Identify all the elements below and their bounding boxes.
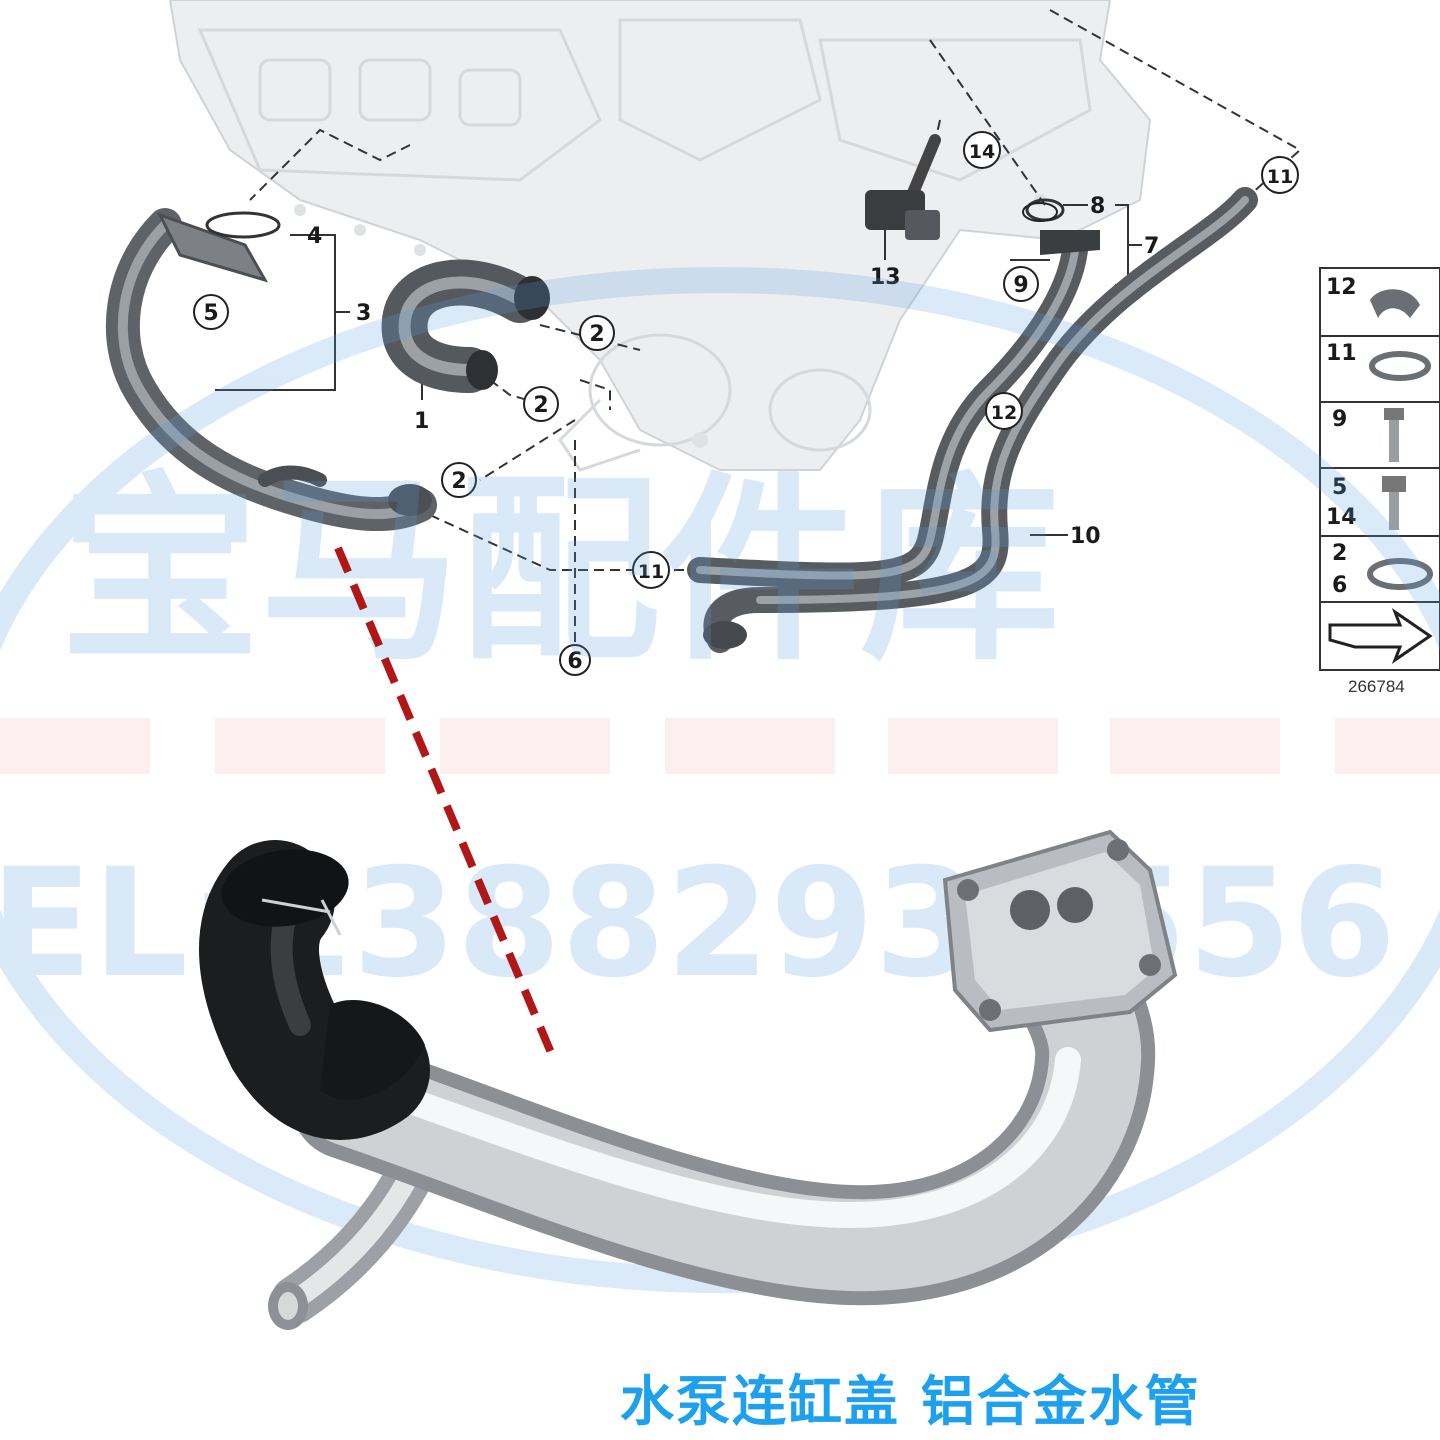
svg-text:1: 1 [414, 409, 429, 434]
part-3-pipe-illustration [105, 208, 437, 532]
callout-11: 11 [1261, 156, 1299, 194]
pointer-line [334, 546, 556, 1057]
callout-1: 1 [414, 409, 429, 434]
callout-14: 14 [963, 131, 1001, 169]
svg-text:5: 5 [203, 301, 218, 326]
svg-text:3: 3 [356, 301, 371, 326]
callout-2: 2 [579, 315, 615, 351]
clamp-ring-icon [1369, 351, 1431, 381]
flange-bolt-icon [1382, 476, 1406, 530]
svg-text:6: 6 [567, 649, 582, 674]
svg-text:4: 4 [307, 224, 322, 249]
legend-label-6: 6 [1332, 573, 1347, 598]
callouts: 1 2 2 2 3 4 5 6 7 [193, 131, 1299, 676]
engine-block-illustration [168, 0, 1152, 472]
callout-10: 10 [1070, 524, 1101, 549]
svg-text:11: 11 [638, 561, 664, 583]
hose-clamp-icon [1367, 558, 1433, 590]
arrow-icon [1328, 608, 1433, 664]
legend-label-5: 5 [1332, 475, 1347, 500]
callout-6: 6 [559, 644, 591, 676]
callout-2: 2 [441, 462, 477, 498]
clamp-icon [1370, 289, 1420, 318]
svg-text:11: 11 [1267, 166, 1293, 188]
legend-table: 12 11 9 5 14 2 6 266784 [1319, 267, 1440, 696]
legend-label-2: 2 [1332, 541, 1347, 566]
part-13-sensor-illustration [865, 134, 941, 240]
callout-5: 5 [193, 294, 229, 330]
svg-text:13: 13 [870, 265, 901, 290]
svg-text:2: 2 [533, 393, 548, 418]
svg-text:12: 12 [991, 402, 1017, 424]
callout-8: 8 [1022, 194, 1105, 222]
bolt-icon [1384, 408, 1404, 462]
callout-4: 4 [307, 224, 322, 249]
svg-text:2: 2 [451, 469, 466, 494]
watermark-store-name: 宝马配件库 [60, 455, 1060, 688]
svg-text:7: 7 [1144, 234, 1159, 259]
svg-text:14: 14 [969, 141, 995, 163]
callout-9: 9 [1003, 266, 1039, 302]
callout-12: 12 [985, 392, 1023, 430]
parts-10-12-hoses-illustration [687, 187, 1258, 653]
callout-13: 13 [870, 265, 901, 290]
legend-label-14: 14 [1326, 505, 1357, 530]
aluminum-water-pipe-photo [199, 829, 1178, 1330]
svg-text:10: 10 [1070, 524, 1101, 549]
svg-text:2: 2 [589, 322, 604, 347]
callout-3: 3 [356, 301, 371, 326]
callout-2: 2 [523, 386, 559, 422]
legend-label-9: 9 [1332, 407, 1347, 432]
legend-label-12: 12 [1326, 275, 1357, 300]
svg-text:8: 8 [1090, 194, 1105, 219]
callout-7: 7 [1144, 234, 1159, 259]
product-caption: 水泵连缸盖 铝合金水管 [620, 1370, 1201, 1433]
part-1-hose-illustration [381, 259, 550, 393]
svg-text:9: 9 [1013, 273, 1028, 298]
callout-11: 11 [632, 551, 670, 589]
legend-label-11: 11 [1326, 341, 1357, 366]
part-number: 266784 [1348, 677, 1405, 696]
